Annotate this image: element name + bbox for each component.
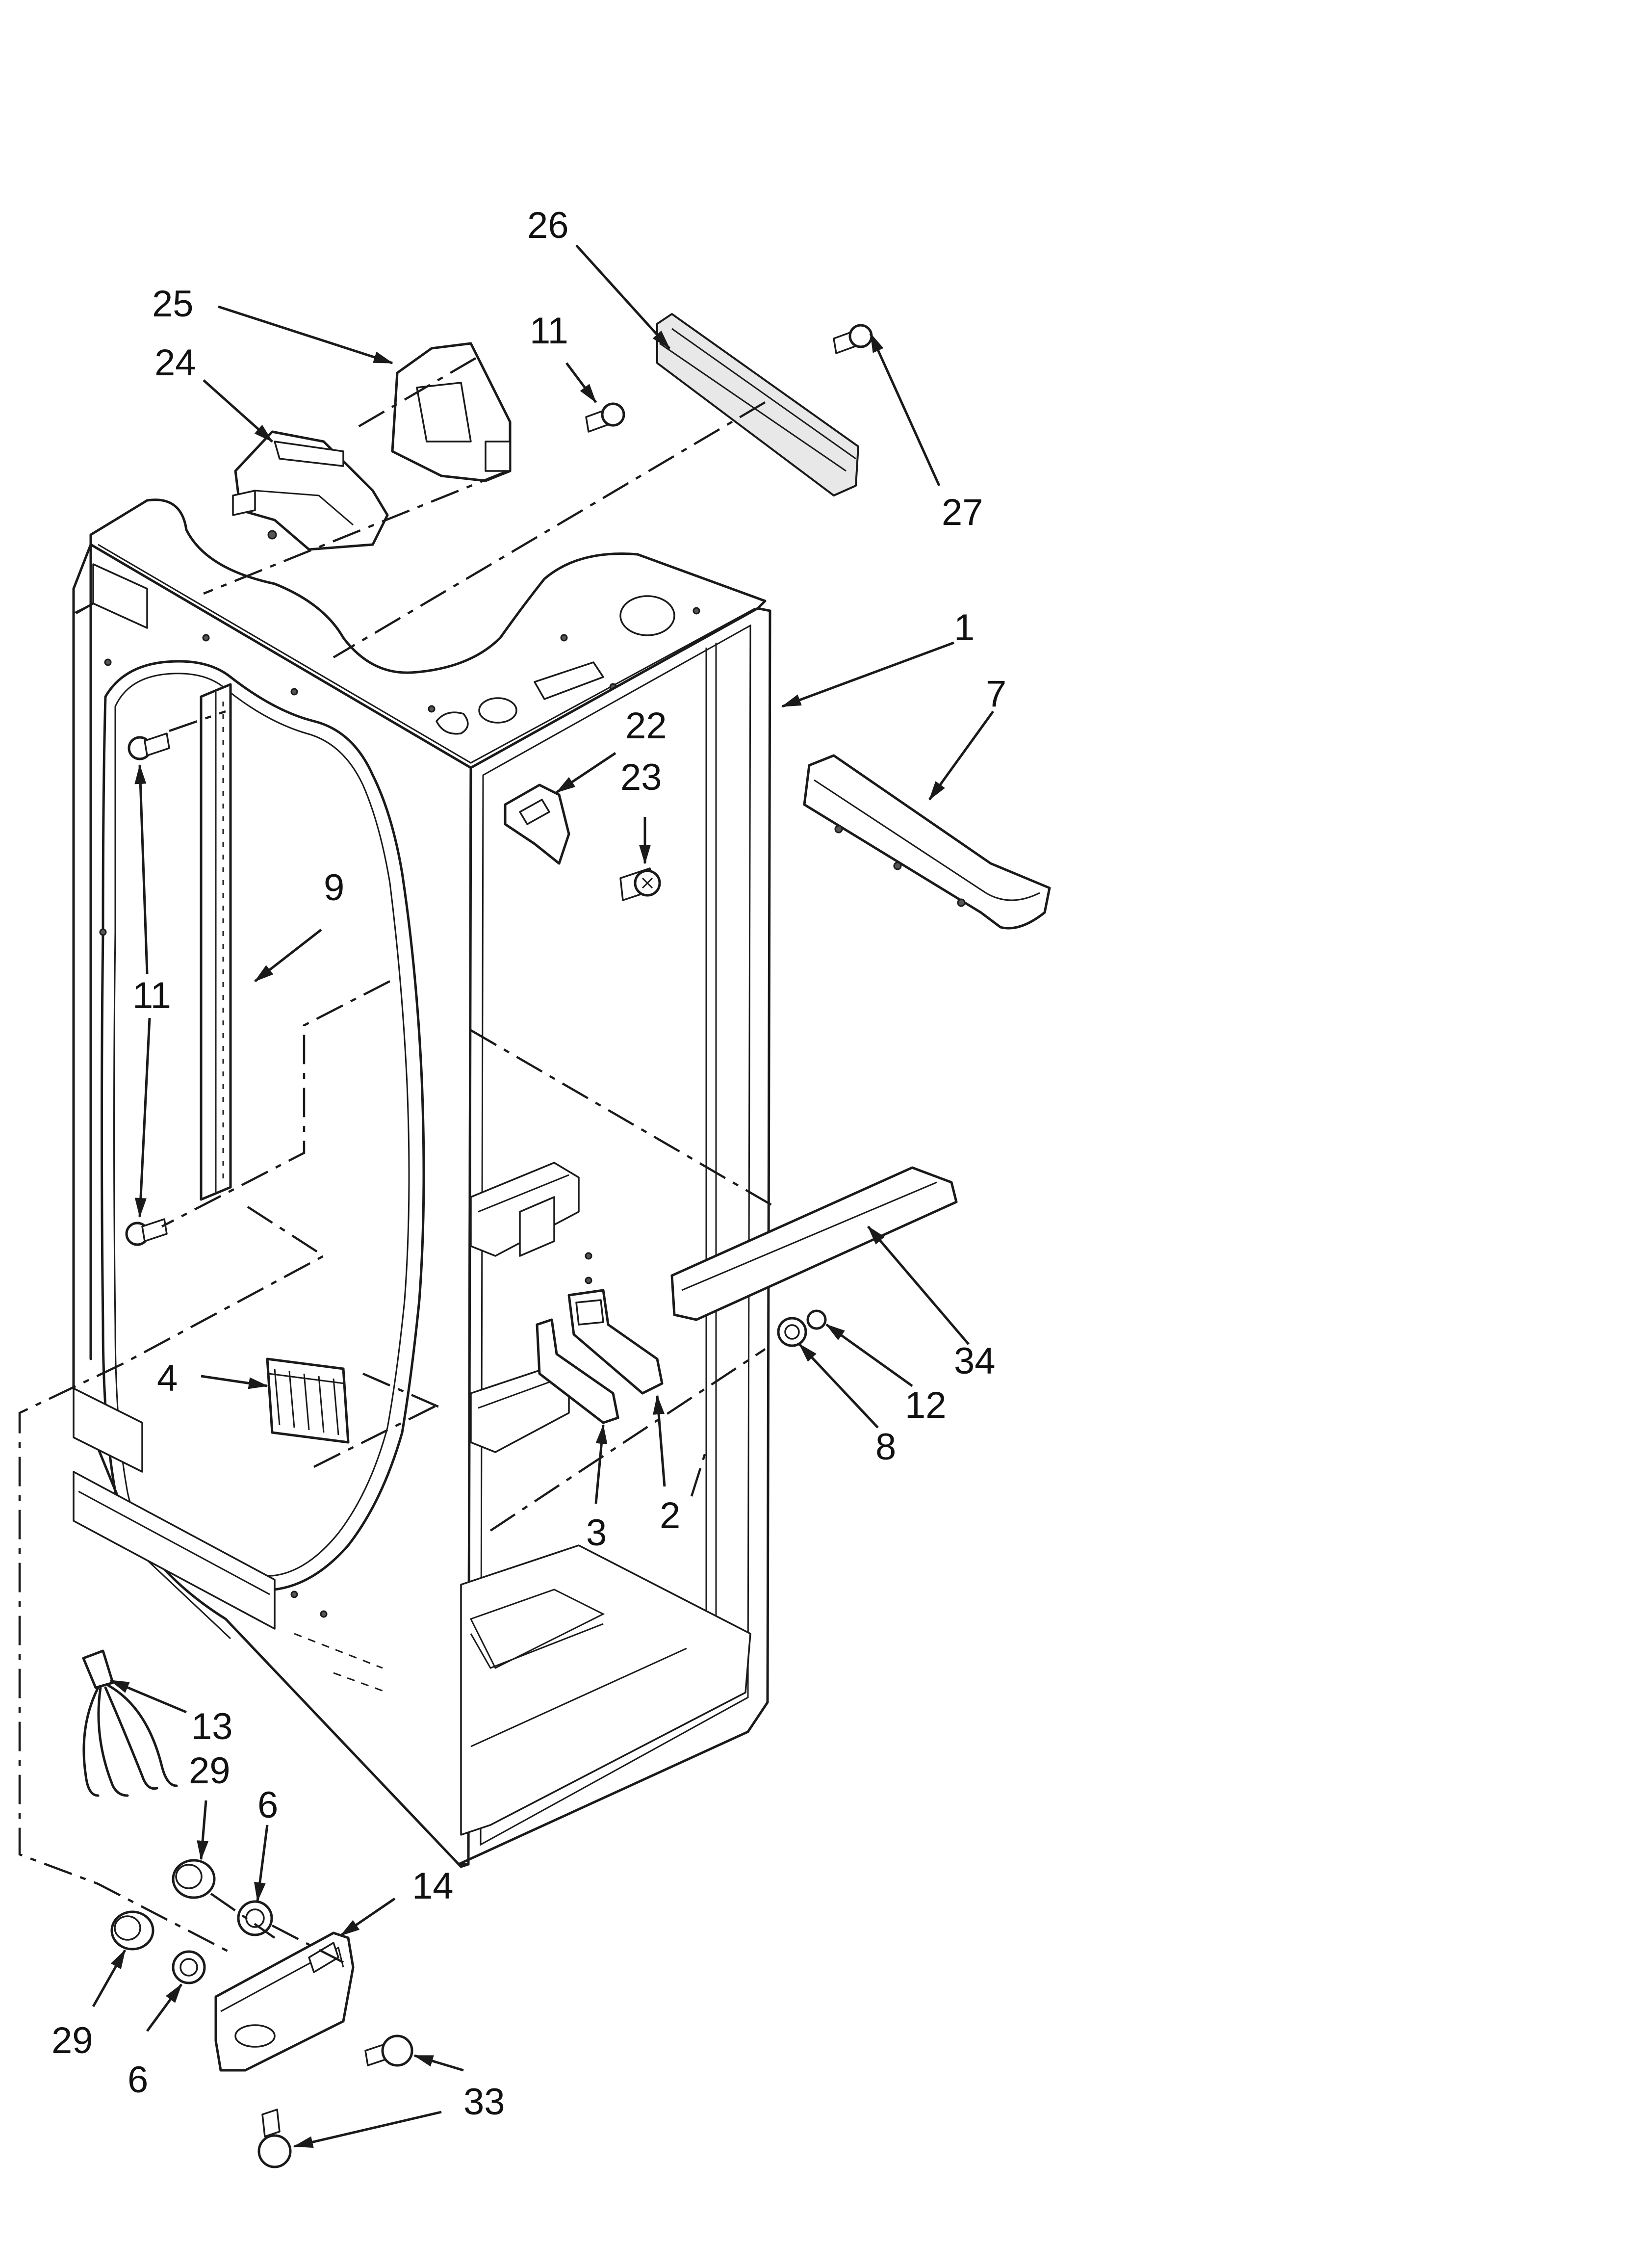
top-channel — [656, 313, 859, 496]
callout-2: 2 — [660, 1495, 680, 1537]
callout-12: 12 — [905, 1384, 947, 1426]
screw-11-top — [585, 402, 625, 433]
screw-23 — [619, 867, 661, 901]
thermostat-6-upper — [237, 1900, 273, 1936]
callout-14: 14 — [412, 1865, 454, 1907]
shelf-rail — [200, 683, 232, 1201]
leader-arrows — [92, 244, 995, 2148]
bracket-3 — [536, 1318, 619, 1424]
knob-29-upper — [172, 1859, 216, 1899]
callout-33: 33 — [463, 2081, 505, 2123]
crossbar — [670, 1166, 958, 1321]
control-bracket — [391, 342, 512, 482]
callout-8: 8 — [875, 1426, 896, 1468]
knob-29-lower — [110, 1910, 154, 1951]
screw-12 — [806, 1309, 827, 1330]
callout-22: 22 — [625, 705, 667, 747]
callout-labels: 26 25 11 24 27 1 7 22 23 9 11 4 34 12 8 … — [51, 205, 1006, 2123]
callout-13: 13 — [191, 1706, 233, 1747]
callout-29-lower: 29 — [51, 2020, 93, 2061]
callout-1: 1 — [954, 607, 975, 649]
callout-34: 34 — [954, 1340, 996, 1382]
screw-11-lower — [125, 1218, 168, 1246]
control-housing-14 — [214, 1931, 355, 2072]
callout-29-upper: 29 — [189, 1750, 231, 1792]
callout-7: 7 — [986, 673, 1006, 715]
thermostat-6-lower — [172, 1950, 206, 1984]
callout-6-lower: 6 — [128, 2059, 148, 2101]
callout-11-top: 11 — [530, 310, 568, 352]
wire-harness — [82, 1649, 178, 1797]
screw-27 — [833, 324, 873, 354]
control-housing — [232, 430, 389, 551]
callout-25: 25 — [152, 283, 194, 325]
callout-6-upper: 6 — [257, 1784, 278, 1826]
bulb-33-upper — [364, 2034, 413, 2067]
callout-9: 9 — [324, 867, 344, 909]
side-trough — [803, 754, 1051, 930]
bulb-33-lower — [257, 2109, 292, 2168]
callout-4: 4 — [157, 1357, 178, 1399]
callout-3: 3 — [586, 1512, 607, 1554]
bracket-2 — [567, 1289, 664, 1395]
assembly-lines — [18, 357, 776, 1963]
callout-24: 24 — [154, 342, 196, 384]
callout-11-side: 11 — [132, 975, 171, 1017]
callout-23: 23 — [620, 756, 662, 798]
cabinet-liner — [72, 498, 771, 1868]
nut-8 — [777, 1317, 807, 1347]
screw-11-upper — [128, 732, 170, 760]
vent-grille — [266, 1357, 350, 1444]
callout-27: 27 — [942, 492, 983, 533]
bracket-22 — [504, 783, 570, 865]
callout-26: 26 — [527, 205, 569, 246]
